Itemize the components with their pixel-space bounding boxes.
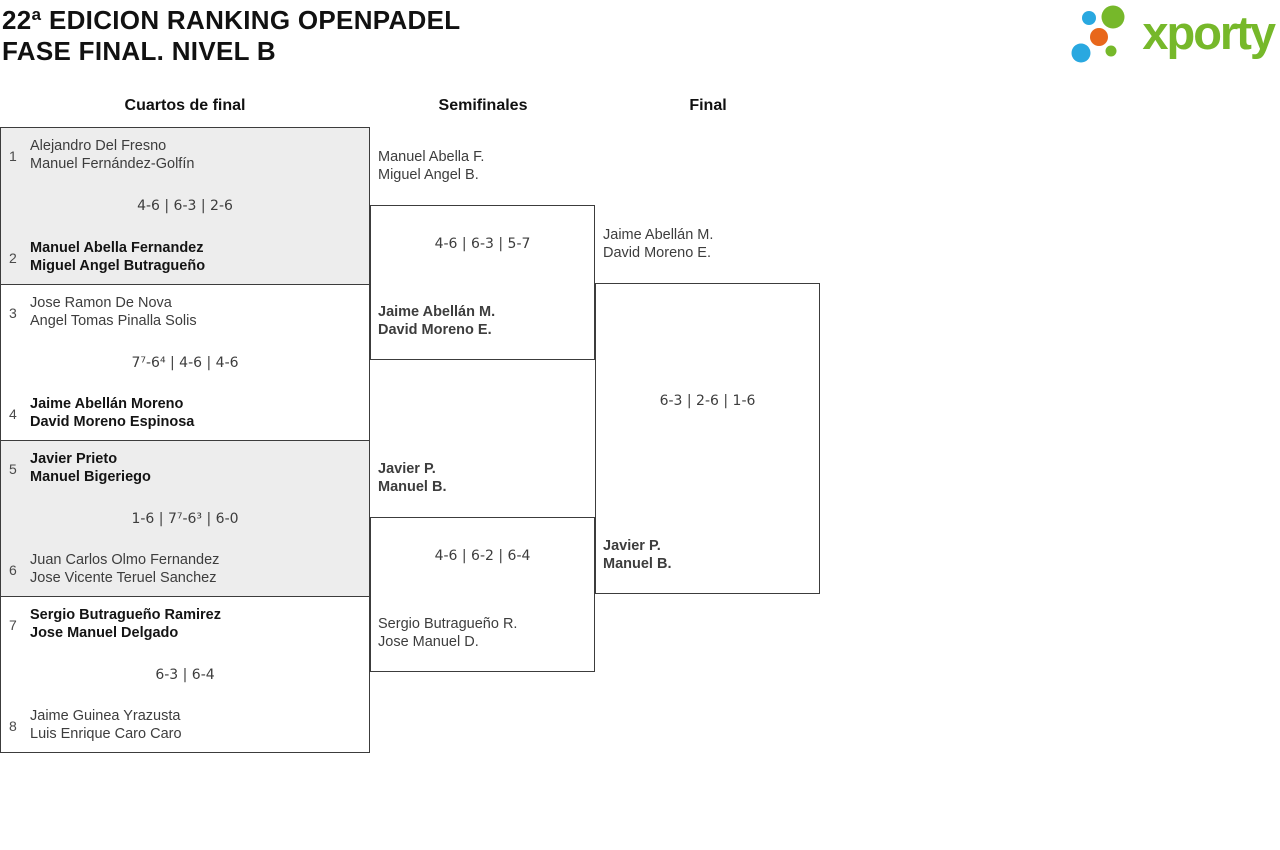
qf3-team-top: 5 Javier Prieto Manuel Bigeriego: [9, 451, 363, 486]
seed-number: 4: [9, 405, 17, 422]
team-name: Jose Ramon De Nova Angel Tomas Pinalla S…: [30, 295, 197, 329]
qf2-team-bottom: 4 Jaime Abellán Moreno David Moreno Espi…: [9, 396, 363, 431]
match-score: 4-6 | 6-2 | 6-4: [434, 548, 531, 564]
final-team-bottom: Javier P. Manuel B.: [603, 538, 672, 572]
sf2-team-top: Javier P. Manuel B.: [378, 461, 447, 495]
team-name: Alejandro Del Fresno Manuel Fernández-Go…: [30, 138, 195, 172]
quarterfinals-column: 1 Alejandro Del Fresno Manuel Fernández-…: [0, 127, 370, 753]
final-team-top: Jaime Abellán M. David Moreno E.: [603, 227, 714, 261]
seed-number: 5: [9, 460, 17, 477]
qf4-team-top: 7 Sergio Butragueño Ramirez Jose Manuel …: [9, 607, 363, 642]
round-header-cuartos: Cuartos de final: [124, 97, 246, 114]
match-score: 4-6 | 6-3 | 2-6: [137, 198, 233, 214]
team-name: Jaime Guinea Yrazusta Luis Enrique Caro …: [30, 708, 182, 742]
match-score: 1-6 | 7⁷-6³ | 6-0: [131, 510, 239, 527]
page-title-line2: FASE FINAL. NIVEL B: [2, 36, 276, 66]
seed-number: 1: [9, 147, 17, 164]
page-title: 22ª EDICION RANKING OPENPADEL FASE FINAL…: [2, 5, 460, 67]
xporty-logo-text: xporty: [1142, 6, 1276, 59]
seed-number: 3: [9, 304, 17, 321]
team-name: Javier Prieto Manuel Bigeriego: [30, 451, 151, 485]
xporty-dots-icon: [1071, 5, 1125, 63]
seed-number: 8: [9, 717, 17, 734]
match-score: 7⁷-6⁴ | 4-6 | 4-6: [131, 354, 239, 371]
sf-match-1: Manuel Abella F. Miguel Angel B. 4-6 | 6…: [370, 149, 595, 360]
round-header-final: Final: [689, 97, 727, 114]
match-score: 4-6 | 6-3 | 5-7: [434, 236, 531, 252]
team-name: Juan Carlos Olmo Fernandez Jose Vicente …: [30, 552, 220, 586]
sf-match-2: Javier P. Manuel B. 4-6 | 6-2 | 6-4 Serg…: [370, 461, 595, 672]
final-match: Jaime Abellán M. David Moreno E. 6-3 | 2…: [595, 227, 820, 594]
qf-match-2: 3 Jose Ramon De Nova Angel Tomas Pinalla…: [1, 284, 369, 440]
qf1-team-top: 1 Alejandro Del Fresno Manuel Fernández-…: [9, 138, 363, 173]
sf1-team-top: Manuel Abella F. Miguel Angel B.: [378, 149, 485, 183]
seed-number: 7: [9, 616, 17, 633]
qf3-team-bottom: 6 Juan Carlos Olmo Fernandez Jose Vicent…: [9, 552, 363, 587]
qf-match-3: 5 Javier Prieto Manuel Bigeriego 1-6 | 7…: [1, 440, 369, 596]
page-title-line1: 22ª EDICION RANKING OPENPADEL: [2, 5, 461, 35]
round-header-semifinales: Semifinales: [438, 97, 528, 114]
qf-match-1: 1 Alejandro Del Fresno Manuel Fernández-…: [1, 128, 369, 284]
team-name: Manuel Abella Fernandez Miguel Angel But…: [30, 240, 206, 274]
qf-match-4: 7 Sergio Butragueño Ramirez Jose Manuel …: [1, 596, 369, 752]
xporty-logo[interactable]: xporty: [1068, 4, 1276, 64]
seed-number: 6: [9, 561, 17, 578]
match-score: 6-3 | 2-6 | 1-6: [659, 393, 756, 409]
sf1-team-bottom: Jaime Abellán M. David Moreno E.: [378, 304, 496, 338]
qf2-team-top: 3 Jose Ramon De Nova Angel Tomas Pinalla…: [9, 295, 363, 330]
qf4-team-bottom: 8 Jaime Guinea Yrazusta Luis Enrique Car…: [9, 708, 363, 743]
sf2-team-bottom: Sergio Butragueño R. Jose Manuel D.: [378, 616, 518, 650]
team-name: Jaime Abellán Moreno David Moreno Espino…: [30, 396, 195, 430]
team-name: Sergio Butragueño Ramirez Jose Manuel De…: [30, 607, 221, 641]
match-score: 6-3 | 6-4: [155, 666, 215, 683]
seed-number: 2: [9, 249, 17, 266]
qf1-team-bottom: 2 Manuel Abella Fernandez Miguel Angel B…: [9, 240, 363, 275]
